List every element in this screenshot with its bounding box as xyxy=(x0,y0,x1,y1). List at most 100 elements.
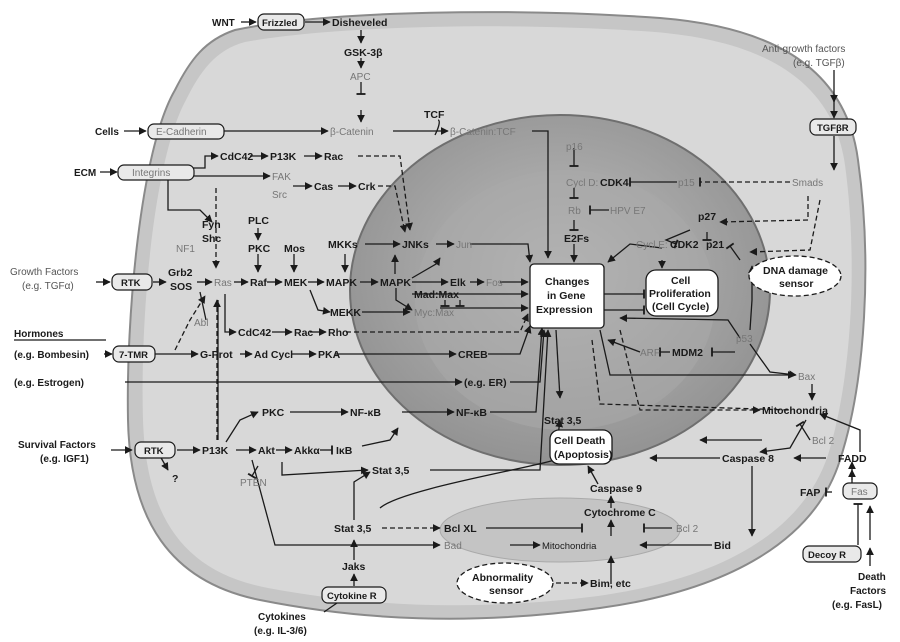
ext-estrogen-eg: (e.g. Estrogen) xyxy=(14,378,84,389)
node-plc: PLC xyxy=(248,215,269,227)
node-rho: Rho xyxy=(328,327,348,339)
node-bad: Bad xyxy=(444,541,462,552)
decoy-r-label: Decoy R xyxy=(808,550,846,561)
ecadherin-label: E-Cadherin xyxy=(156,127,207,138)
node-bcl2-b: Bcl 2 xyxy=(676,524,699,535)
node-fyn: Fyn xyxy=(202,219,221,231)
node-pkc2: PKC xyxy=(262,407,285,419)
cell-death-box xyxy=(549,429,613,465)
node-cycd-a: Cycl D: xyxy=(566,178,598,189)
node-p53: p53 xyxy=(736,334,753,345)
node-jaks: Jaks xyxy=(342,561,366,573)
ext-survival-factors: Survival Factors xyxy=(18,440,96,451)
receptor-decoy xyxy=(802,545,862,563)
node-nfkb1: NF-κB xyxy=(350,407,381,419)
node-p16: p16 xyxy=(566,142,583,153)
frizzled-label: Frizzled xyxy=(262,18,298,29)
node-p15: p15 xyxy=(678,178,695,189)
node-smads: Smads xyxy=(792,178,823,189)
ext-cells: Cells xyxy=(95,127,119,138)
node-nf1: NF1 xyxy=(176,244,195,255)
node-abl: Abl xyxy=(194,318,208,329)
ext-anti-growth: Anti-growth factors xyxy=(762,44,845,55)
tgfbr-label: TGFβR xyxy=(817,123,849,134)
node-akt: Akt xyxy=(258,445,275,457)
node-bid: Bid xyxy=(714,540,731,552)
rtk2-label: RTK xyxy=(144,446,164,457)
ext-hormones: Hormones xyxy=(14,329,64,340)
node-caspase8: Caspase 8 xyxy=(722,453,774,465)
node-mekk: MEKK xyxy=(330,307,361,319)
node-jnks: JNKs xyxy=(402,239,429,251)
node-cdc42-top: CdC42 xyxy=(220,151,253,163)
node-mitochondria: Mitochondria xyxy=(762,405,828,417)
node-mkks: MKKs xyxy=(328,239,358,251)
node-hpv: HPV E7 xyxy=(610,206,646,217)
node-er: (e.g. ER) xyxy=(464,377,507,389)
gene-expression-box xyxy=(529,263,605,329)
fas-label: Fas xyxy=(851,487,868,498)
node-shc: Shc xyxy=(202,233,221,245)
receptor-rtk1 xyxy=(111,273,153,291)
node-p13k-bottom: P13K xyxy=(202,445,229,457)
node-tcf: TCF xyxy=(424,109,445,121)
ext-growth-factors-eg: (e.g. TGFα) xyxy=(22,281,74,292)
node-pten: PTEN xyxy=(240,478,267,489)
node-question: ? xyxy=(172,473,178,485)
ext-cytokines-eg: (e.g. IL-3/6) xyxy=(254,626,307,637)
node-gprot: G-Prot xyxy=(200,349,233,361)
abnormality-sensor xyxy=(456,562,554,604)
node-grb2: Grb2 xyxy=(168,267,193,279)
node-elk: Elk xyxy=(450,277,466,289)
node-p27: p27 xyxy=(698,211,716,223)
death-line1: Cell Death xyxy=(554,435,605,447)
receptor-cytokine xyxy=(321,586,387,604)
ext-survival-eg: (e.g. IGF1) xyxy=(40,454,89,465)
node-myc-max: Myc:Max xyxy=(414,308,454,319)
ext-hormones-eg: (e.g. Bombesin) xyxy=(14,350,89,361)
receptor-fas xyxy=(842,482,878,500)
ext-wnt: WNT xyxy=(212,18,235,29)
node-rac-mid: Rac xyxy=(294,327,313,339)
node-ras: Ras xyxy=(214,278,232,289)
node-p13k-top: P13K xyxy=(270,151,297,163)
node-adcycl: Ad Cycl xyxy=(254,349,293,361)
node-bcatenin: β-Catenin xyxy=(330,127,374,138)
node-pka: PKA xyxy=(318,349,341,361)
node-cas: Cas xyxy=(314,181,333,193)
node-bax: Bax xyxy=(798,372,815,383)
ext-death2: Factors xyxy=(850,586,887,597)
node-p21: p21 xyxy=(706,239,724,251)
gene-expression-line3: Expression xyxy=(536,304,593,316)
gene-expression-line2: in Gene xyxy=(547,290,586,302)
node-jun: Jun xyxy=(456,240,472,251)
ext-death-eg: (e.g. FasL) xyxy=(832,600,882,611)
receptor-rtk2 xyxy=(134,441,176,459)
node-caspase9: Caspase 9 xyxy=(590,483,642,495)
node-mdm2: MDM2 xyxy=(672,347,703,359)
death-line2: (Apoptosis) xyxy=(554,449,612,461)
node-rb: Rb xyxy=(568,206,581,217)
node-mapk2: MAPK xyxy=(380,277,411,289)
node-bim: Bim, etc xyxy=(590,578,631,590)
node-akka: Akkα xyxy=(294,445,320,457)
node-cytochrome: Cytochrome C xyxy=(584,507,656,519)
proliferation-line2: Proliferation xyxy=(649,288,711,300)
node-e2fs: E2Fs xyxy=(564,233,589,245)
cytokine-r-label: Cytokine R xyxy=(327,591,377,602)
node-mapk1: MAPK xyxy=(326,277,357,289)
proliferation-line3: (Cell Cycle) xyxy=(652,301,709,313)
ext-death: Death xyxy=(858,572,886,583)
node-raf: Raf xyxy=(250,277,267,289)
node-fadd: FADD xyxy=(838,453,867,465)
node-mad-max: Mad:Max xyxy=(414,289,459,301)
proliferation-line1: Cell xyxy=(671,275,690,287)
cell-proliferation-box xyxy=(645,269,719,317)
ext-ecm: ECM xyxy=(74,168,96,179)
receptor-frizzled xyxy=(257,13,305,31)
7tmr-label: 7-TMR xyxy=(119,350,148,361)
dna-sensor-line2: sensor xyxy=(779,278,813,290)
abnormality-line1: Abnormality xyxy=(472,572,533,584)
node-cycd-b: CDK4 xyxy=(600,177,629,189)
